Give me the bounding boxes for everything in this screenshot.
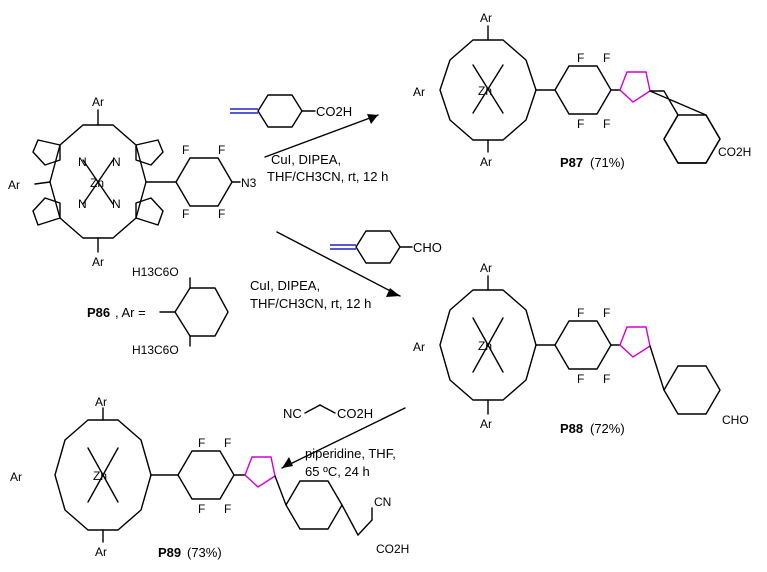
ar-left: Ar (413, 340, 425, 354)
p89-structure (54, 407, 373, 543)
zn-atom: Zn (93, 469, 107, 483)
p87-yield: (71%) (590, 155, 625, 170)
ar-left: Ar (8, 178, 20, 192)
step-1-condition-2: THF/CH3CN, rt, 12 h (267, 169, 388, 184)
ar-bottom: Ar (480, 155, 492, 169)
reagent-4-ethynylbenzoic-acid (230, 94, 316, 128)
step-2-condition-1: CuI, DIPEA, (250, 278, 320, 293)
fluorine: F (218, 143, 225, 157)
p88-label: P88 (560, 421, 583, 436)
ar-top: Ar (480, 11, 492, 25)
reagent-3-left: NC (283, 406, 302, 421)
fluorine: F (603, 306, 610, 320)
arrow-to-p89 (281, 407, 406, 469)
p87-structure (439, 25, 721, 164)
n-atom: N (112, 197, 121, 211)
fluorine: F (198, 502, 205, 516)
arrow-to-p88 (276, 231, 401, 297)
zn-atom: Zn (478, 339, 492, 353)
arrow-to-p87 (264, 114, 379, 158)
product-3-bottom-group: CO2H (376, 542, 409, 556)
product-1-group: CO2H (718, 145, 751, 159)
fluorine: F (182, 207, 189, 221)
ar-left: Ar (10, 470, 22, 484)
p89-yield: (73%) (187, 545, 222, 560)
fluorine: F (603, 51, 610, 65)
ar-left: Ar (413, 85, 425, 99)
fluorine: F (182, 143, 189, 157)
n-atom: N (78, 197, 87, 211)
ar-top: Ar (480, 261, 492, 275)
p87-label: P87 (560, 155, 583, 170)
azide-group: N3 (241, 176, 257, 190)
zn-atom: Zn (478, 84, 492, 98)
p88-yield: (72%) (590, 421, 625, 436)
reagent-3-right: CO2H (337, 406, 373, 421)
fluorine: F (224, 436, 231, 450)
step-2-condition-2: THF/CH3CN, rt, 12 h (250, 296, 371, 311)
ar-definition: P86 , Ar = H13C6O H13C6O (87, 265, 229, 357)
reagent-2-group: CHO (413, 240, 442, 255)
zn-atom: Zn (90, 176, 104, 190)
step-3-condition-2: 65 ºC, 24 h (305, 464, 370, 479)
tetrafluorophenyl-ring (175, 157, 233, 207)
ar-bottom: Ar (95, 545, 107, 559)
ar-definition-text: , Ar = (115, 305, 146, 320)
hexyloxy-top: H13C6O (132, 265, 179, 279)
fluorine: F (224, 502, 231, 516)
p89-label: P89 (158, 545, 181, 560)
step-3-condition-1: piperidine, THF, (305, 446, 396, 461)
ar-bottom: Ar (480, 417, 492, 431)
reagent-cyanoacetic-acid (304, 404, 336, 414)
p86-label: P86 (87, 305, 110, 320)
fluorine: F (577, 372, 584, 386)
reagent-1-group: CO2H (316, 104, 352, 119)
n-atom: N (78, 155, 87, 169)
ar-top: Ar (92, 95, 104, 109)
fluorine: F (218, 207, 225, 221)
fluorine: F (577, 117, 584, 131)
n-atom: N (112, 155, 121, 169)
ar-bottom: Ar (92, 255, 104, 269)
fluorine: F (603, 117, 610, 131)
reagent-4-ethynylbenzaldehyde (330, 230, 413, 264)
p86-structure: Ar Ar Ar N N N N Zn F F F F N3 (8, 95, 257, 269)
hexyloxy-bottom: H13C6O (132, 343, 179, 357)
fluorine: F (577, 306, 584, 320)
ar-top: Ar (95, 395, 107, 409)
fluorine: F (577, 51, 584, 65)
fluorine: F (603, 372, 610, 386)
step-1-condition-1: CuI, DIPEA, (271, 152, 341, 167)
porphyrin-core (32, 109, 177, 253)
fluorine: F (198, 436, 205, 450)
product-3-top-group: CN (374, 495, 391, 509)
p88-structure (439, 275, 721, 415)
product-2-group: CHO (722, 413, 749, 427)
